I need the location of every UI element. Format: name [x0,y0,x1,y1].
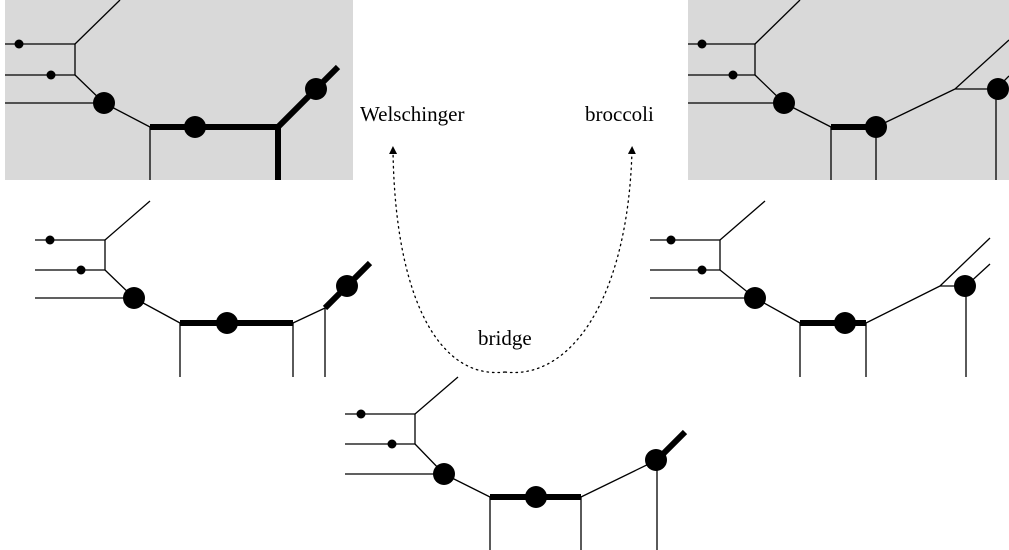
marked-point [666,235,676,245]
broccoli-label: broccoli [585,102,654,126]
marked-point [697,265,707,275]
vertex-point [433,463,455,485]
curve-edges [35,200,373,377]
vertex-point [954,275,976,297]
marked-point [14,39,24,49]
vertex-point [744,287,766,309]
panel-top-left-welschinger [5,0,353,180]
panel-bottom-center [345,376,688,550]
bridge-label: bridge [478,326,532,350]
panel-middle-right [650,200,991,377]
panel-top-right-broccoli [688,0,1009,180]
vertex-point [645,449,667,471]
vertex-point [336,275,358,297]
vertex-point [987,78,1009,100]
vertex-point [123,287,145,309]
marked-point [387,439,397,449]
welschinger-label: Welschinger [360,102,464,126]
panel-middle-left [35,200,373,377]
vertex-point [216,312,238,334]
marked-point [76,265,86,275]
vertex-point [305,78,327,100]
curve-edges [5,0,341,180]
curve-edges [650,200,991,377]
bridge-to-welschinger-arrow [389,146,506,374]
curve-edges [345,376,688,550]
marked-point [728,70,738,80]
bridge-to-broccoli-arrow [504,146,636,374]
marked-point [356,409,366,419]
vertex-point [865,116,887,138]
panel-background [688,0,1009,180]
vertex-point [525,486,547,508]
vertex-point [184,116,206,138]
marked-point [697,39,707,49]
marked-point [45,235,55,245]
marked-point [46,70,56,80]
vertex-point [773,92,795,114]
vertex-point [93,92,115,114]
panel-background [5,0,353,180]
vertex-point [834,312,856,334]
